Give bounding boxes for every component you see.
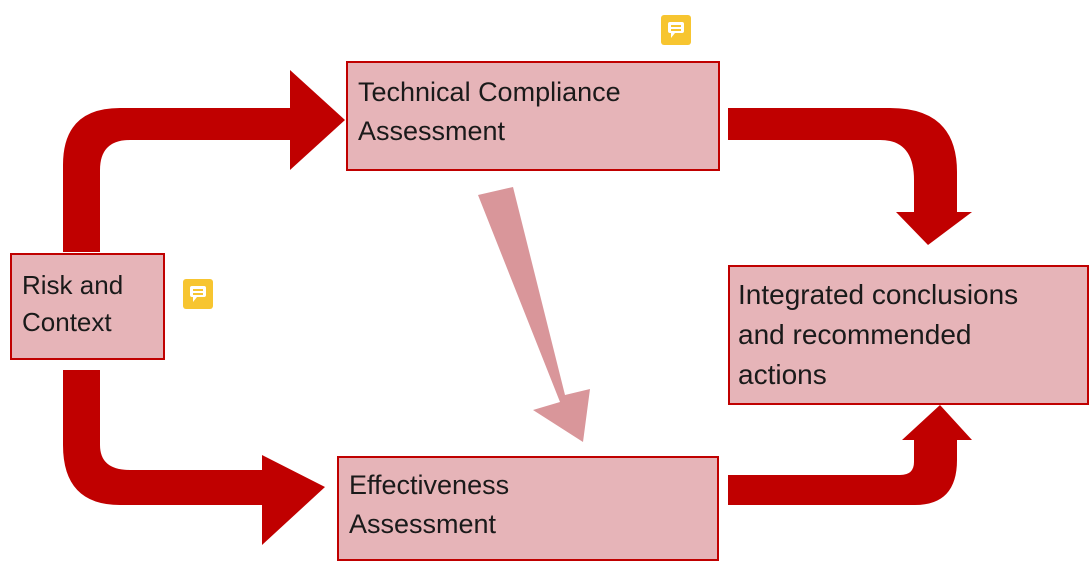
node-technical-compliance: Technical Compliance Assessment: [346, 61, 720, 171]
arrow-technical-to-integrated: [728, 108, 972, 245]
node-technical-line-2: Assessment: [358, 115, 506, 146]
node-integrated-line-3: actions: [738, 359, 827, 391]
arrow-effectiveness-to-integrated: [728, 405, 972, 505]
comment-icon[interactable]: [661, 15, 691, 45]
node-risk-context: Risk and Context: [10, 253, 165, 360]
arrow-risk-to-technical: [63, 70, 345, 252]
node-integrated-line-1: Integrated conclusions: [738, 279, 1019, 310]
node-effectiveness: Effectiveness Assessment: [337, 456, 719, 561]
node-effectiveness-line-2: Assessment: [349, 508, 497, 539]
comment-icon[interactable]: [183, 279, 213, 309]
node-technical-line-1: Technical Compliance: [358, 77, 621, 107]
node-risk-context-line-2: Context: [22, 307, 112, 338]
node-risk-context-line-1: Risk and: [22, 270, 124, 300]
node-effectiveness-line-1: Effectiveness: [349, 470, 510, 500]
arrow-risk-to-effectiveness: [63, 370, 325, 545]
arrow-technical-to-effectiveness: [478, 187, 590, 442]
node-integrated-line-2: and recommended: [738, 319, 972, 351]
node-integrated-conclusions: Integrated conclusions and recommended a…: [728, 265, 1089, 405]
